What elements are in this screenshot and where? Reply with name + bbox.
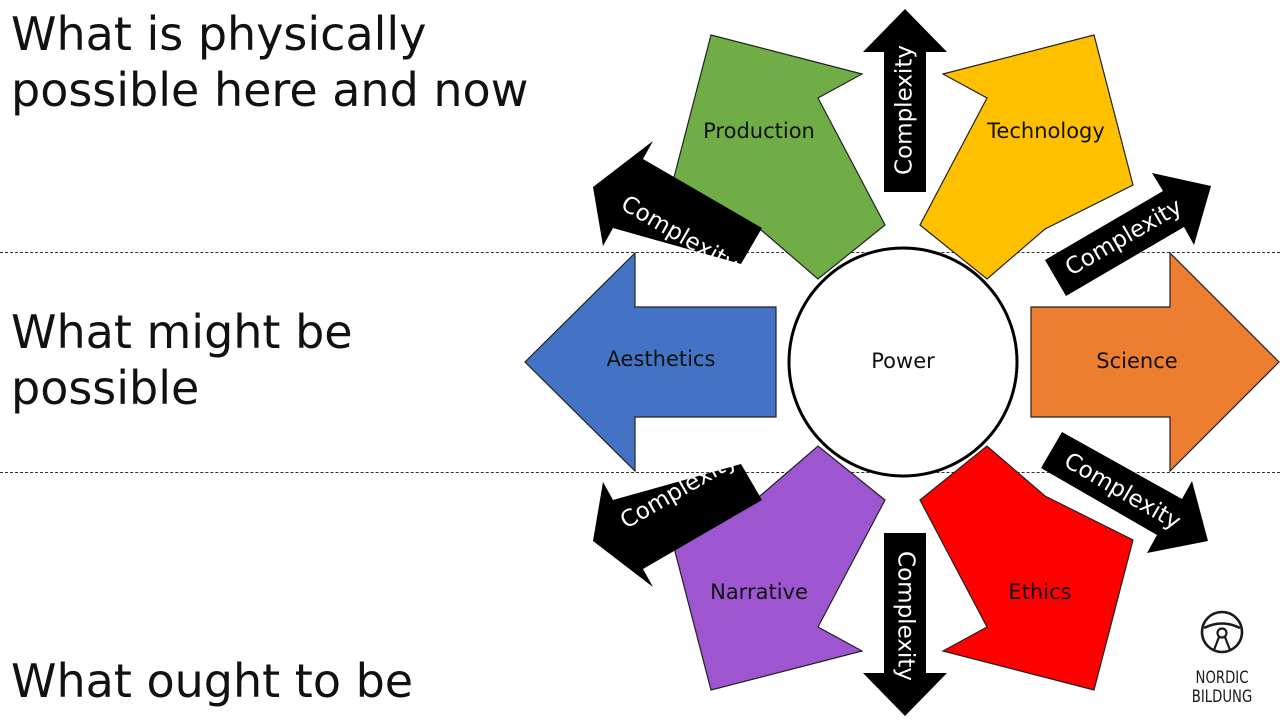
arrow-aesthetics	[524, 251, 777, 473]
logo-line-1: NORDIC	[1196, 667, 1249, 687]
divider-upper	[0, 252, 1280, 253]
power-circle	[787, 246, 1019, 478]
narrative-label: Narrative	[710, 580, 808, 604]
complexity-arrow-upper-left	[593, 141, 762, 264]
complexity-label-up: Complexity	[892, 45, 918, 175]
arrow-ethics	[919, 445, 1134, 691]
complexity-arrow-down	[863, 533, 947, 716]
complexity-label-down: Complexity	[893, 551, 919, 681]
nordic-bildung-logo: NORDIC BILDUNG	[1192, 610, 1252, 706]
level-ought-to-be: What ought to be	[11, 654, 414, 708]
divider-lower	[0, 472, 1280, 473]
power-label: Power	[871, 349, 935, 373]
arrow-narrative	[671, 445, 886, 691]
technology-label: Technology	[986, 119, 1105, 143]
level-might-be-possible: What might be possible	[11, 305, 353, 415]
production-label: Production	[703, 119, 815, 143]
arrow-science	[1030, 251, 1280, 473]
complexity-arrow-lower-right	[1041, 432, 1208, 553]
arrow-technology	[919, 34, 1134, 280]
complexity-arrow-lower-left	[593, 464, 762, 587]
level-physically-possible: What is physically possible here and now	[11, 7, 529, 117]
science-label: Science	[1096, 349, 1177, 373]
ethics-label: Ethics	[1008, 580, 1071, 604]
complexity-arrow-up	[863, 9, 947, 192]
steering-wheel-icon	[1200, 610, 1244, 654]
complexity-arrow-upper-right	[1045, 173, 1211, 296]
arrow-production	[671, 34, 886, 280]
logo-line-2: BILDUNG	[1192, 686, 1252, 706]
aesthetics-label: Aesthetics	[607, 347, 716, 371]
